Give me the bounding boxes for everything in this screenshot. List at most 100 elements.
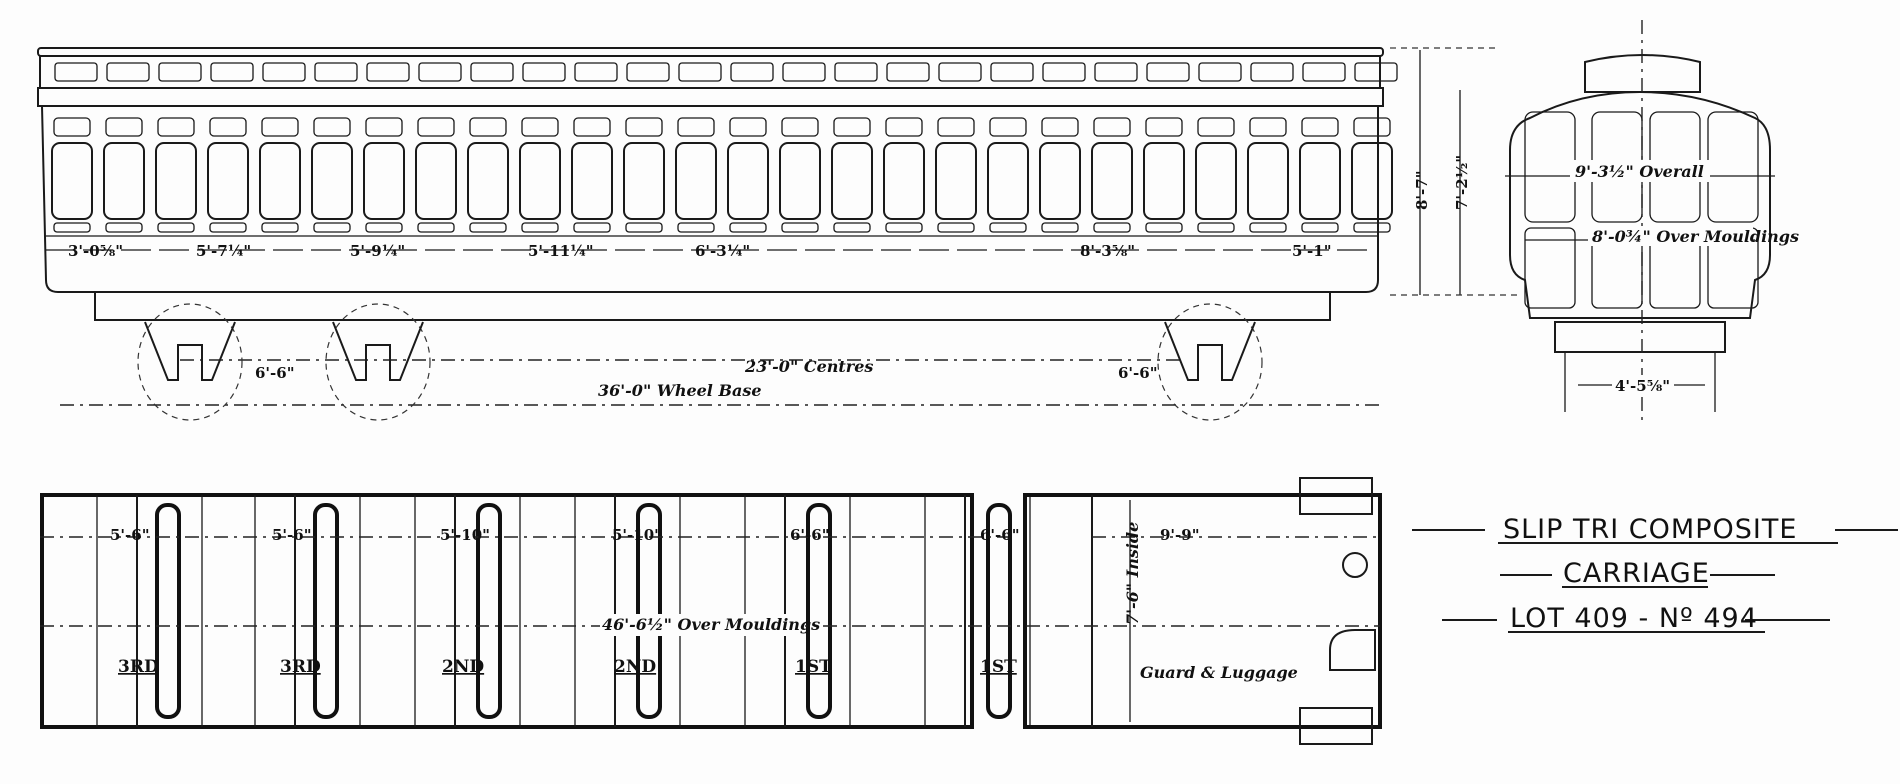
clerestory-window bbox=[522, 62, 566, 82]
seat-back bbox=[155, 503, 181, 719]
waist-panel bbox=[417, 222, 455, 233]
waist-panel bbox=[1249, 222, 1287, 233]
window bbox=[1299, 142, 1341, 220]
vent bbox=[573, 117, 611, 137]
dim-label: 5'-11¼" bbox=[528, 242, 594, 260]
title-block bbox=[1412, 529, 1898, 633]
end-clerestory bbox=[1584, 54, 1701, 93]
clerestory-window bbox=[1042, 62, 1086, 82]
vent bbox=[989, 117, 1027, 137]
height-overall-label: 8'-7" bbox=[1413, 170, 1431, 210]
vent bbox=[53, 117, 91, 137]
window bbox=[779, 142, 821, 220]
waist-panel bbox=[157, 222, 195, 233]
clerestory-window bbox=[834, 62, 878, 82]
guard-compartment bbox=[1023, 493, 1382, 729]
class-label: 3RD bbox=[280, 657, 321, 677]
plan-view bbox=[40, 477, 1382, 745]
window bbox=[207, 142, 249, 220]
clerestory-window bbox=[106, 62, 150, 82]
plan-dim-label: 6'-6" bbox=[790, 526, 830, 544]
waist-panel bbox=[729, 222, 767, 233]
end-view bbox=[1505, 20, 1775, 420]
plan-dim-label: 6'-6" bbox=[980, 526, 1020, 544]
vent bbox=[937, 117, 975, 137]
waist-panel bbox=[1093, 222, 1131, 233]
lookout-duckets bbox=[1299, 477, 1373, 515]
vent bbox=[677, 117, 715, 137]
clerestory-window bbox=[1198, 62, 1242, 82]
wheel bbox=[325, 303, 431, 421]
window bbox=[311, 142, 353, 220]
clerestory-window bbox=[54, 62, 98, 82]
waist-panel bbox=[209, 222, 247, 233]
vent bbox=[417, 117, 455, 137]
body-windows bbox=[51, 117, 1393, 233]
waist-panel bbox=[1197, 222, 1235, 233]
waist-panel bbox=[365, 222, 403, 233]
dim-label: 5'-9¼" bbox=[350, 242, 405, 260]
window bbox=[467, 142, 509, 220]
clerestory-window bbox=[262, 62, 306, 82]
gauge-label: 4'-5⅝" bbox=[1615, 377, 1670, 395]
clerestory-window bbox=[418, 62, 462, 82]
clerestory-window bbox=[1302, 62, 1346, 82]
bogie-wheelbase-label: 6'-6" bbox=[1118, 364, 1158, 382]
waist-panel bbox=[469, 222, 507, 233]
side-elevation bbox=[37, 47, 1398, 421]
window bbox=[1247, 142, 1289, 220]
wheel bbox=[1157, 303, 1263, 421]
clerestory-window bbox=[990, 62, 1034, 82]
vent bbox=[313, 117, 351, 137]
vent bbox=[1093, 117, 1131, 137]
plan-dim-label: 5'-10" bbox=[612, 526, 662, 544]
vent bbox=[1145, 117, 1183, 137]
vent bbox=[469, 117, 507, 137]
label-bg bbox=[1570, 160, 1710, 182]
title-line-3: LOT 409 - Nº 494 bbox=[1510, 603, 1758, 634]
height-body-label: 7'-2½" bbox=[1453, 155, 1471, 210]
bogie-centres-label: 23'-0" Centres bbox=[744, 357, 873, 376]
seat-back bbox=[476, 503, 502, 719]
end-buffer-beam bbox=[1554, 321, 1726, 353]
label-bg bbox=[1588, 226, 1753, 246]
window bbox=[155, 142, 197, 220]
window bbox=[1039, 142, 1081, 220]
waist-panel bbox=[989, 222, 1027, 233]
solebar bbox=[94, 291, 1331, 321]
wheel bbox=[137, 303, 243, 421]
waist-panel bbox=[1353, 222, 1391, 233]
vent bbox=[1041, 117, 1079, 137]
waist-panel bbox=[1145, 222, 1183, 233]
clerestory-window bbox=[678, 62, 722, 82]
length-label: 46'-6½" Over Mouldings bbox=[602, 615, 820, 634]
vent bbox=[209, 117, 247, 137]
plan-dim-label: 5'-10" bbox=[440, 526, 490, 544]
carriage-body bbox=[40, 105, 1379, 293]
end-panel bbox=[1524, 111, 1576, 223]
width-overall-label: 9'-3½" Overall bbox=[1575, 162, 1704, 181]
waist-panel bbox=[1041, 222, 1079, 233]
vent bbox=[781, 117, 819, 137]
seat-back bbox=[636, 503, 662, 719]
axlebox-guard bbox=[332, 321, 424, 381]
waist-panel bbox=[1301, 222, 1339, 233]
dim-label: 5'-1" bbox=[1292, 242, 1332, 260]
waist-panel bbox=[625, 222, 663, 233]
vent bbox=[885, 117, 923, 137]
class-label: 1ST bbox=[980, 657, 1017, 677]
bogie-wheelbase-label: 6'-6" bbox=[255, 364, 295, 382]
clerestory bbox=[39, 55, 1381, 89]
waist-panel bbox=[937, 222, 975, 233]
window bbox=[51, 142, 93, 220]
window bbox=[883, 142, 925, 220]
window bbox=[987, 142, 1029, 220]
window bbox=[571, 142, 613, 220]
waist-panel bbox=[313, 222, 351, 233]
vent bbox=[729, 117, 767, 137]
window bbox=[935, 142, 977, 220]
axlebox-guard bbox=[1164, 321, 1256, 381]
vent bbox=[105, 117, 143, 137]
label-bg bbox=[1612, 375, 1674, 395]
